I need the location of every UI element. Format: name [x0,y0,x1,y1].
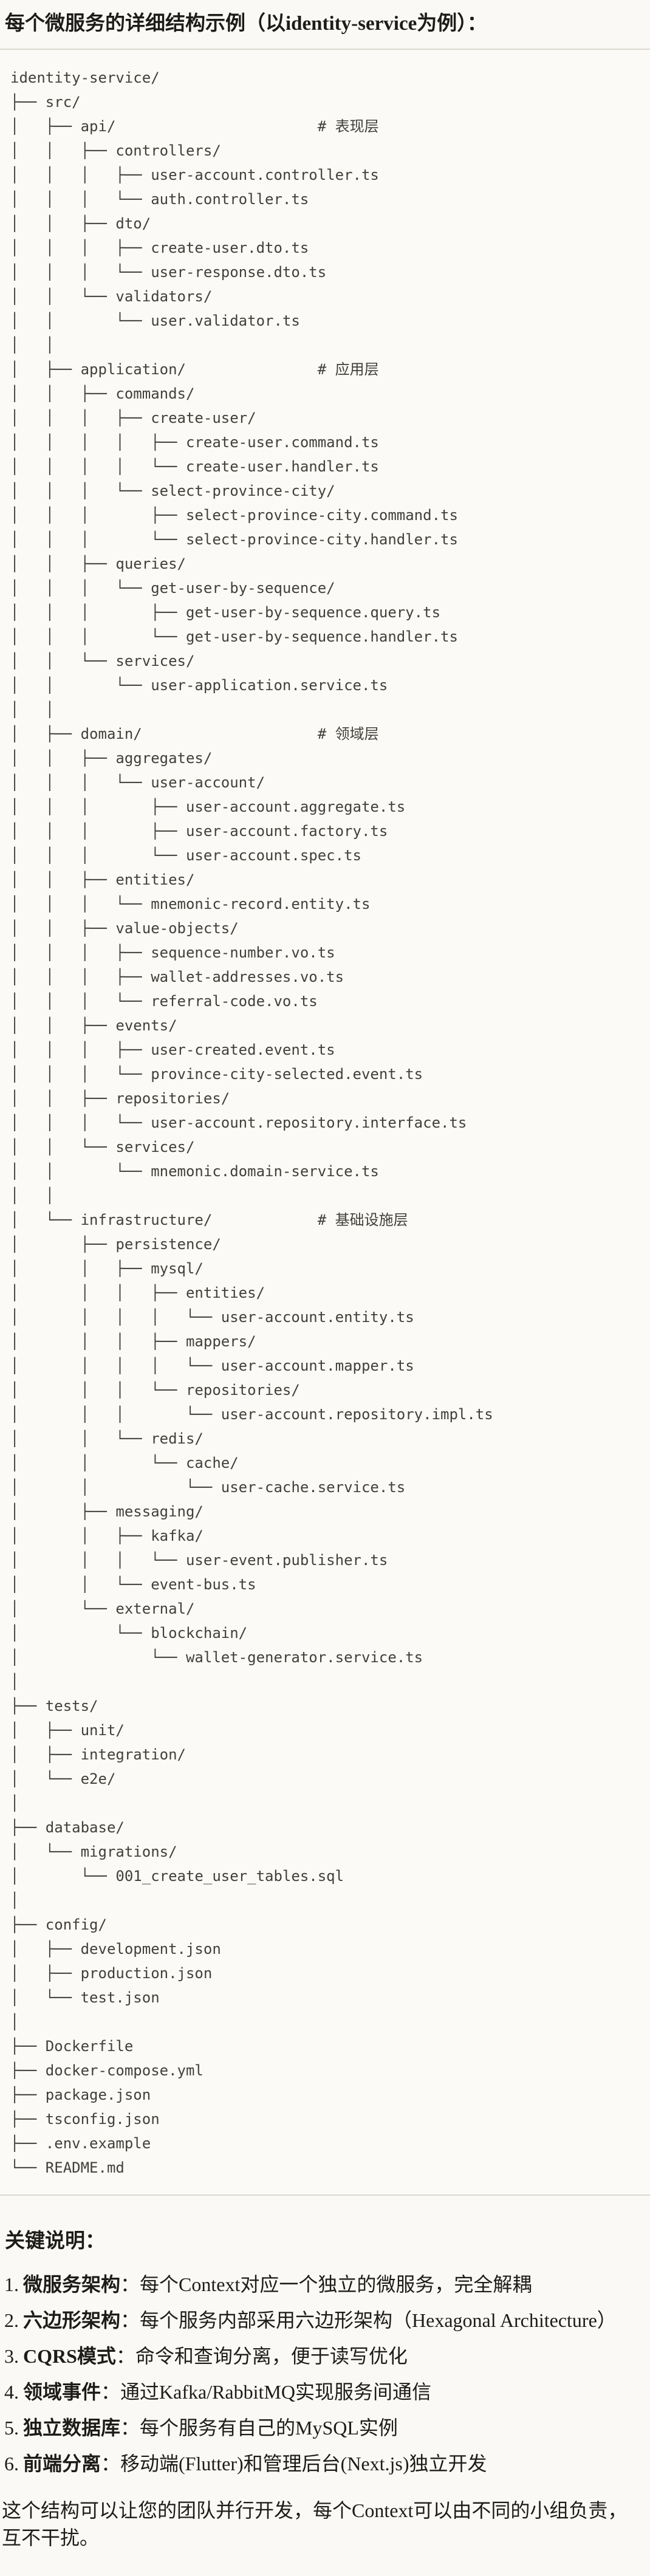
note-item-label: 领域事件 [23,2381,101,2403]
note-item-text: ：每个Context对应一个独立的微服务，完全解耦 [120,2273,532,2296]
notes-list: 1.微服务架构：每个Context对应一个独立的微服务，完全解耦 2.六边形架构… [0,2267,650,2478]
note-item: 6.前端分离：移动端(Flutter)和管理后台(Next.js)独立开发 [4,2450,645,2478]
note-item-label: CQRS模式 [23,2345,116,2368]
note-item-text: ：每个服务有自己的MySQL实例 [120,2417,398,2439]
directory-tree: identity-service/ ├── src/ │ ├── api/ # … [10,69,493,2177]
note-item-number: 4. [4,2381,19,2403]
note-item: 3.CQRS模式：命令和查询分离，便于读写优化 [4,2343,645,2370]
note-item: 5.独立数据库：每个服务有自己的MySQL实例 [4,2414,645,2442]
closing-paragraph: 这个结构可以让您的团队并行开发，每个Context可以由不同的小组负责，互不干扰… [2,2499,628,2549]
notes-heading: 关键说明： [5,2230,105,2253]
page-title: 每个微服务的详细结构示例（以identity-service为例）： [5,13,487,35]
note-item: 1.微服务架构：每个Context对应一个独立的微服务，完全解耦 [4,2271,645,2298]
note-item-label: 微服务架构 [23,2273,121,2296]
note-item-number: 2. [4,2309,19,2332]
note-item-text: ：移动端(Flutter)和管理后台(Next.js)独立开发 [101,2453,487,2475]
note-item-number: 5. [4,2417,19,2439]
note-item-label: 前端分离 [23,2453,101,2475]
section-divider-bottom [0,2194,650,2196]
code-block: identity-service/ ├── src/ │ ├── api/ # … [0,50,650,2195]
note-item-text: ：每个服务内部采用六边形架构（Hexagonal Architecture） [120,2309,617,2332]
note-item: 4.领域事件：通过Kafka/RabbitMQ实现服务间通信 [4,2379,645,2406]
note-item-number: 6. [4,2453,19,2475]
section-divider-top [0,49,650,50]
note-item-number: 3. [4,2345,19,2368]
note-item: 2.六边形架构：每个服务内部采用六边形架构（Hexagonal Architec… [4,2307,645,2334]
note-item-text: ：命令和查询分离，便于读写优化 [115,2345,408,2368]
note-item-text: ：通过Kafka/RabbitMQ实现服务间通信 [101,2381,431,2403]
note-item-number: 1. [4,2273,19,2296]
note-item-label: 六边形架构 [23,2309,121,2332]
note-item-label: 独立数据库 [23,2417,121,2439]
